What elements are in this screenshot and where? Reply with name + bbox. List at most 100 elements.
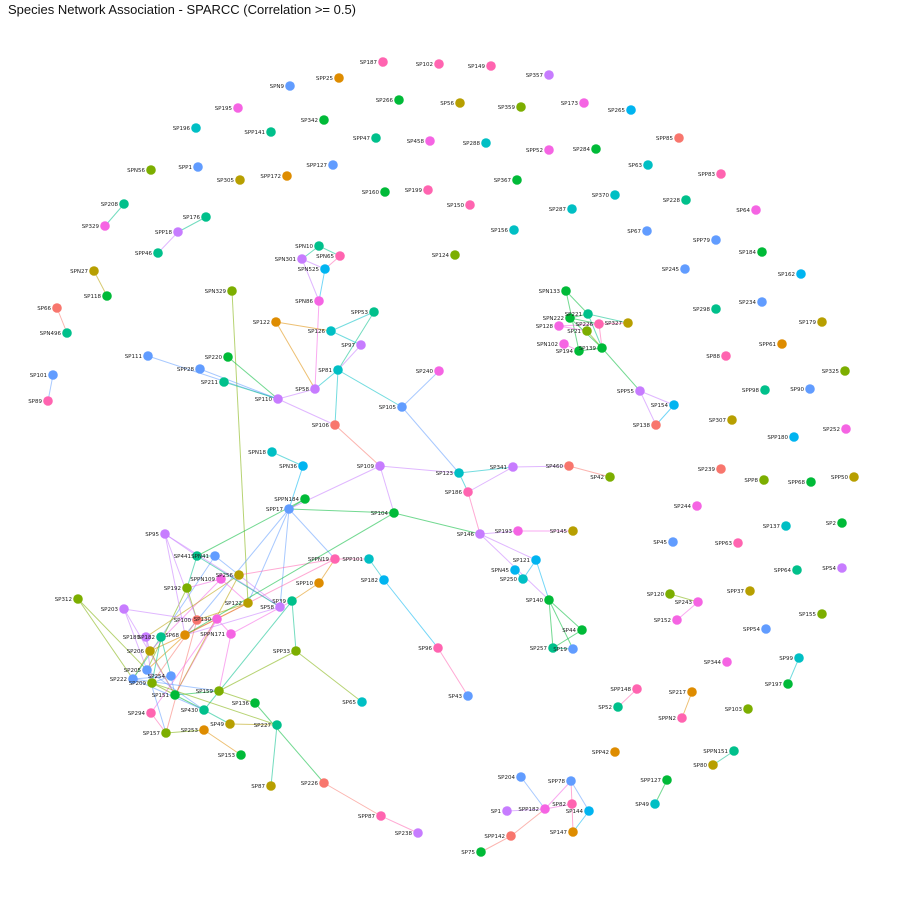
node-label: SPN133 [539, 289, 561, 295]
node-SP239: SP239 [698, 464, 726, 474]
node-label: SP196 [173, 126, 191, 132]
node-dot [837, 518, 847, 528]
node-label: SPP54 [743, 627, 761, 633]
node-SP256: SP256 [216, 570, 244, 580]
node-dot [180, 630, 190, 640]
node-SP228: SP228 [663, 195, 691, 205]
edge-SP104-SP146 [393, 512, 481, 535]
node-dot [191, 123, 201, 133]
node-SP222: SP222 [110, 674, 138, 684]
node-SP105: SP105 [379, 402, 407, 412]
node-dot [610, 190, 620, 200]
node-label: SP193 [495, 529, 513, 535]
node-dot [743, 704, 753, 714]
node-label: SP234 [739, 300, 757, 306]
node-label: SP257 [530, 646, 548, 652]
node-dot [282, 171, 292, 181]
node-SPN56: SPN56 [127, 165, 156, 175]
node-dot [502, 806, 512, 816]
node-dot [757, 247, 767, 257]
node-dot [300, 494, 310, 504]
node-label: SP252 [823, 427, 840, 433]
node-dot [394, 95, 404, 105]
node-SP140: SP140 [526, 595, 554, 605]
node-label: SP80 [693, 763, 707, 769]
node-dot [433, 643, 443, 653]
node-dot [677, 713, 687, 723]
edge-SPP10-SPN19 [318, 558, 336, 584]
node-SP146: SP146 [457, 529, 485, 539]
node-label: SPPN151 [703, 749, 728, 755]
edge-SP120-SP243 [669, 593, 699, 603]
node-label: SP109 [357, 464, 375, 470]
node-label: SPP78 [548, 779, 566, 785]
node-label: SP102 [416, 62, 433, 68]
node-SP325: SP325 [822, 366, 850, 376]
node-dot [568, 526, 578, 536]
node-dot [632, 684, 642, 694]
node-label: SP221 [565, 312, 582, 318]
node-dot [544, 595, 554, 605]
node-label: SP329 [82, 224, 100, 230]
edge-SP105-SP123 [401, 406, 460, 474]
node-dot [841, 424, 851, 434]
node-dot [330, 554, 340, 564]
node-SP145: SP145 [550, 526, 578, 536]
node-dot [760, 385, 770, 395]
node-SPN36: SPN36 [279, 461, 308, 471]
edge-layer [47, 203, 800, 853]
node-label: SPP42 [592, 750, 609, 756]
node-SP357: SP357 [526, 70, 554, 80]
node-SP243: SP243 [675, 597, 703, 607]
node-label: SP162 [778, 272, 795, 278]
node-SP265: SP265 [608, 105, 636, 115]
node-dot [193, 162, 203, 172]
node-dot [574, 346, 584, 356]
node-SP109: SP109 [357, 461, 385, 471]
node-SP220: SP220 [205, 352, 233, 362]
node-label: SP56 [440, 101, 454, 107]
node-SPP10: SPP10 [296, 578, 324, 588]
node-dot [610, 747, 620, 757]
node-label: SPN10 [295, 244, 313, 250]
node-SPN222: SPN222 [543, 313, 575, 323]
node-dot [236, 750, 246, 760]
edge-SP81-SP58 [314, 369, 339, 390]
node-label: SP82 [552, 802, 566, 808]
node-dot [102, 291, 112, 301]
node-label: SPP46 [135, 251, 153, 257]
node-dot [508, 462, 518, 472]
node-label: SP67 [627, 229, 641, 235]
edge-SP96-SP43 [437, 647, 469, 697]
node-label: SP217 [669, 690, 687, 696]
edge-SP220-SP110 [227, 356, 279, 400]
node-dot [583, 309, 593, 319]
edge-SP211-SP110 [223, 381, 279, 400]
node-SP155: SP155 [799, 609, 827, 619]
node-SPP61: SPP61 [759, 339, 787, 349]
node-SPN19: SPPN19 [308, 554, 340, 564]
node-dot [540, 804, 550, 814]
node-label: SP118 [84, 294, 102, 300]
node-label: SP136 [232, 701, 250, 707]
node-label: SPP79 [693, 238, 711, 244]
node-label: SP120 [647, 592, 665, 598]
edge-SP256-SP189 [145, 574, 240, 638]
node-SP162: SP162 [778, 269, 806, 279]
node-SP359: SP359 [498, 102, 526, 112]
edge-SP140-SP257 [548, 599, 554, 649]
node-label: SPP1 [178, 165, 192, 171]
node-label: SP49 [210, 722, 224, 728]
node-dot [486, 61, 496, 71]
node-SP234: SP234 [739, 297, 767, 307]
node-SP159: SP159 [196, 686, 224, 696]
node-dot [297, 254, 307, 264]
node-SP196: SP196 [173, 123, 201, 133]
node-label: SP182 [361, 578, 378, 584]
node-label: SP460 [546, 464, 564, 470]
node-label: SP111 [125, 354, 142, 360]
node-label: SP256 [216, 573, 234, 579]
edge-SP182-SP96 [383, 579, 439, 649]
node-label: SPPN2 [658, 716, 676, 722]
node-dot [267, 447, 277, 457]
